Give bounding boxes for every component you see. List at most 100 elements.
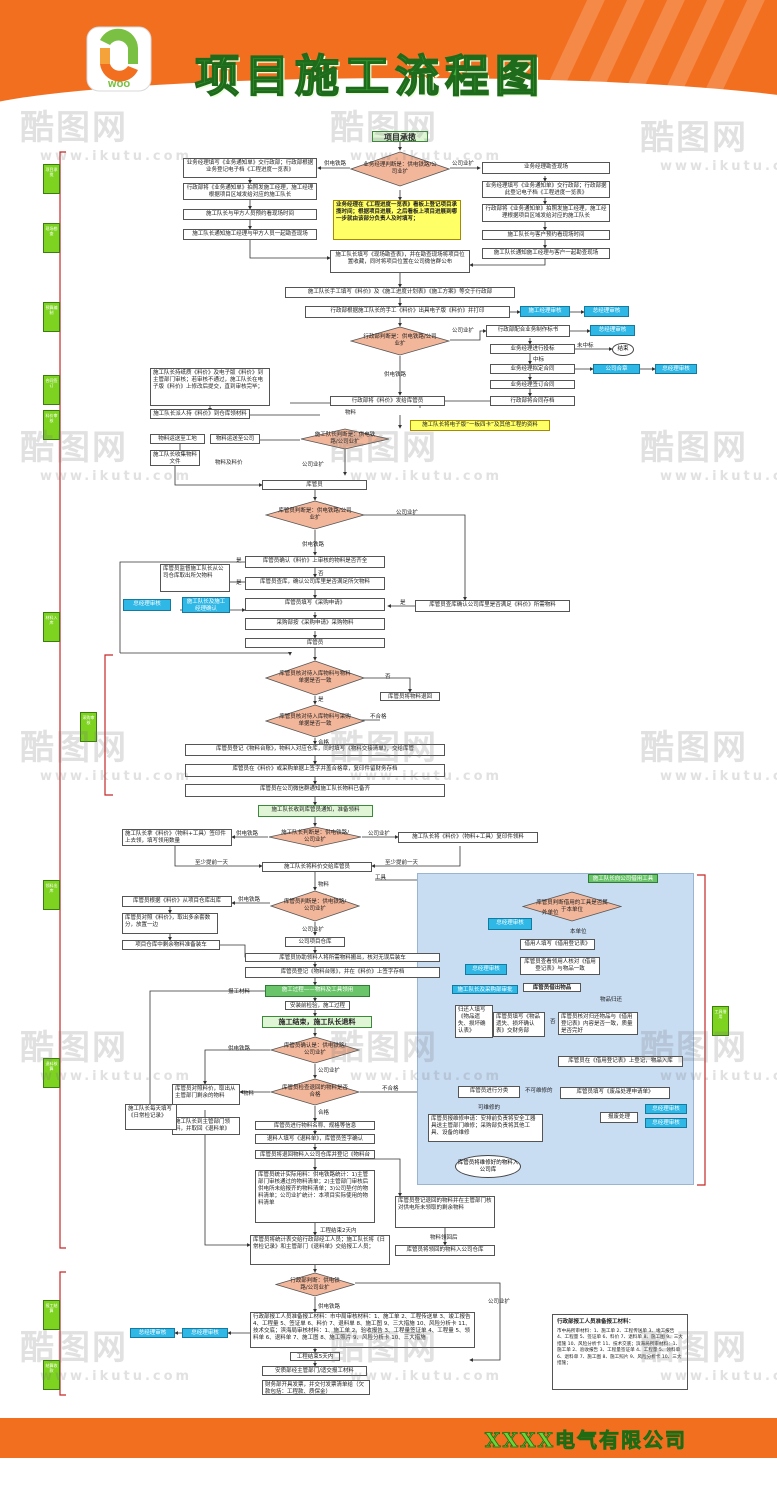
footer-bar: XXXX电气有限公司 [0,1418,777,1458]
side-tag-4: 合同签订 [43,375,60,405]
node-l5: 库管员登记《物料台账》，并在《料价》上签字存档 [245,967,440,978]
node-p11: 报废处理 [600,1112,638,1123]
label-wuliao-1: 物料 [345,410,357,416]
node-q3: 安质部经主管部门/适交报工材料 [262,1366,367,1376]
decision-admin-type: 行政部判断是：供电铁路/公司业扩 [350,326,450,356]
label-gongsi-4: 公司业扩 [396,510,419,516]
decision-check-delivery: 库管员核对待入库物料与物料单据是否一致 [265,660,365,696]
label-gongsi-5: 公司业扩 [368,831,391,837]
label-weizhongbiao: 未中标 [577,343,594,349]
label-gongdian-5: 供电铁路 [238,897,261,903]
label-benshu: 本单位 [570,929,587,935]
label-gongdian-7: 供电铁路 [318,1304,341,1310]
label-gongsi-1: 公司业扩 [452,161,475,167]
node-n8: 库管员登记退回的物料并在主管部门核对供电所未领取的剩余物料 [395,1196,495,1228]
label-gongsi-8: 公司业扩 [488,1299,511,1305]
node-gongju-gong: 公司项目仓库 [285,937,345,947]
node-e1: 行政部配合业务制作标书 [486,325,570,337]
label-zhongbiao: 中标 [533,357,545,363]
label-buke: 不可维修的 [525,1088,553,1094]
node-p3: 库管员查看领用人核对《借用登记表》与物品一致 [520,957,600,975]
label-gongdian-6: 供电铁路 [228,1046,251,1052]
label-hege: 合格 [318,740,330,746]
node-j3: 库管员在公司微信群通知施工队长物料已备齐 [185,784,445,797]
node-a4: 施工队长通知施工经理与甲方人员一起勘查现场 [183,229,317,240]
label-gongdian-3: 供电铁路 [302,542,325,548]
materials-note: 行政部报工人员准备报工材料： 市中局所审材料：1、施工单 2、工程传送单 3、竣… [552,1314,688,1390]
node-k4: 施工队长将料价交给库管员 [262,862,372,872]
node-k1: 施工队长收到库管员通知，准备领料 [258,805,373,817]
label-zhiding-2: 至少提前一天 [385,860,419,866]
label-kexiuwei: 可维修的 [478,1105,501,1111]
side-tag-7: 采购审核 [80,712,97,742]
label-buhege-2: 不合格 [382,1086,399,1092]
node-n7: 库管员统计实际用料：供电铁路统计：1)主管部门审核通过的物料清单；2)主管部门审… [255,1170,375,1223]
side-tag-10: 退料核算 [43,1058,60,1088]
side-tag-8: 领料出库 [43,880,60,910]
node-p5: 归还人填写《物品遗失、损坏确认表》 [455,1005,493,1038]
node-p4: 库管员借出物品 [523,983,581,992]
decision-return-quality: 库管员检查退回的物料是否合格 [270,1078,360,1106]
node-l3: 项目仓库中剩余物料准备装车 [122,940,220,950]
node-n9: 库管员将统计表交给行政部经工人员；施工队长将《日常检记录》和主管部门《退料单》交… [250,1235,390,1265]
label-gongju: 工具 [375,875,387,881]
badge-company-seal: 公司合章 [593,364,640,374]
decision-outbound-type: 库管员判断是：供电铁路/公司业扩 [270,890,360,922]
node-b1: 业务经理勘查现场 [482,162,610,174]
node-i5: 采购部按《采购申请》采购物料 [245,618,385,630]
node-l2: 库管员对照《料价》，取出多余套数分，放置一边 [122,913,218,934]
node-p0: 施工队长向公司借用工具 [588,874,658,883]
node-f3: 行政部将《料价》发给库管员 [330,396,445,406]
label-g4: 物料及料价 [215,460,243,466]
label-gongsi-3: 公司业扩 [302,462,325,468]
node-p6: 库管员填写《物品遗失、损坏确认表》交财务部 [493,1012,545,1037]
decision-tool-owner: 库管员判断借用的工具是否属于本单位 [522,891,622,922]
node-m1: 施工过程——物料及工具领用 [265,985,370,997]
side-tag-3: 预算编制 [43,302,60,332]
label-shi-4: 是 [318,697,324,703]
label-fou-3: 否 [550,1019,556,1025]
node-e4: 业务经理签订合同 [490,380,575,389]
node-q1: 行政部报工人员准备报工材料：市中局审核材料：1、施工单 2、工程传送单 3、竣工… [250,1312,475,1348]
badge-gm-review-2: 总经理审核 [590,325,635,336]
node-j1: 库管员登记《物料台账》，物料入对应仓库，同时填写《物料交接清单》，交给库管 [185,744,445,756]
node-b4: 施工队长与客户预约看现场时间 [482,230,610,240]
node-j2: 库管员在《料价》或采购单据上签字并盖合格章，复印件留财务存档 [185,764,445,777]
label-shi-3: 是 [400,600,406,606]
node-n1: 库管员对照料价，取出从主管部门剩余的物料 [172,1084,240,1105]
bottom-margin [0,1458,777,1494]
node-c2: 施工队长手工填写《料价》及《施工进度计划表》《施工方案》等交于行政部 [285,287,515,298]
node-e2: 业务经理进行投标 [490,344,575,354]
node-i3: 库管员监督施工队长从公司仓库取出所欠物料 [160,564,230,592]
badge-gm-review-9: 总经理审核 [130,1328,175,1338]
label-shi-1: 是 [236,558,242,564]
label-tuiwuliao: 物料领回后 [430,1235,458,1241]
decision-warehouse-type: 库管员判断是：供电铁路/公司业扩 [265,500,365,530]
node-p12: 库管员报维修申请：安排前负责将安全工器具送主管部门维修；采购部负责将其他工具、设… [428,1114,543,1142]
node-g1: 物料运送至工地 [150,434,205,444]
node-b5: 施工队长通知施工经理与客户一起勘查现场 [482,248,610,259]
side-tag-9: 工具借用 [712,1006,729,1036]
side-tag-2: 现场勘查 [43,223,60,253]
decision-pickup-type: 施工队长判断是：供电铁路/公司业扩 [268,826,362,848]
node-n3: 库管员进行物料名称、规格等信息 [255,1121,375,1130]
decision-business-type: 业务经理判断是：供电铁路/公司业扩 [350,151,450,187]
label-wuliao-2: 物料 [318,882,330,888]
note-body: 市中局所审材料：1、施工单 2、工程传送单 3、竣工报告 4、工程量 5、签证单… [557,1328,683,1367]
label-baogong-1: 报工材料 [228,989,251,995]
node-p13: 库管员将维修好的物料入公司库 [455,1155,521,1178]
label-gongdian-1: 供电铁路 [324,161,347,167]
label-fou-2: 否 [385,674,391,680]
label-fou-1: 否 [318,571,324,577]
node-f1: 施工队长持纸质《料价》及电子版《料价》到主管部门审核；若审核不通过，施工队长在电… [150,368,270,406]
label-shi-2: 是 [236,580,242,586]
node-n5: 库管员将退回物料入公司仓库并登记《物料台账》 [255,1150,375,1159]
node-i8: 库管员将物料退回 [380,692,440,701]
